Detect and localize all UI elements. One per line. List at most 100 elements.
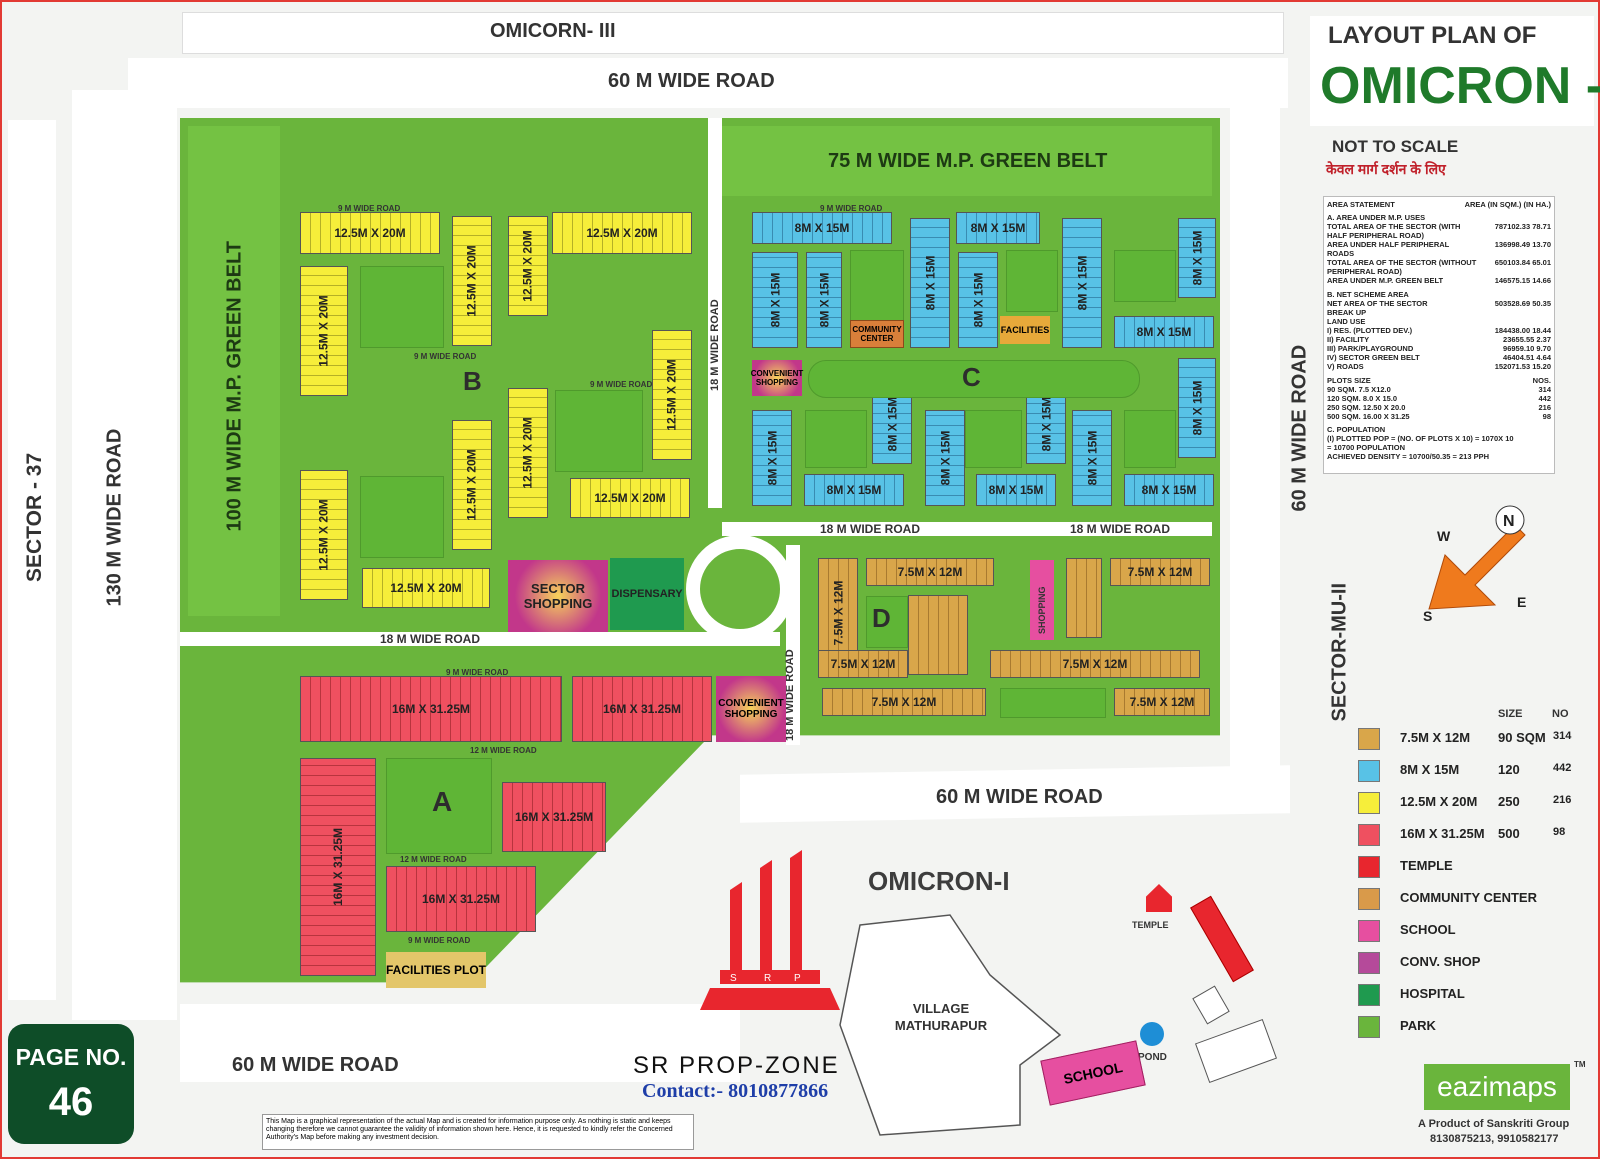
area-c-title: C. POPULATION xyxy=(1327,425,1386,434)
legend-label: SCHOOL xyxy=(1400,922,1456,937)
top-green-belt xyxy=(722,126,1212,196)
compass-n: N xyxy=(1503,513,1515,530)
title-line2: OMICRON - II xyxy=(1320,57,1600,115)
area-row: TOTAL AREA OF THE SECTOR (WITH HALF PERI… xyxy=(1327,222,1551,240)
roundabout xyxy=(686,535,794,643)
legend-label: 16M X 31.25M xyxy=(1400,826,1485,841)
road-9m-label: 9 M WIDE ROAD xyxy=(414,352,477,361)
sr-propzone-logo: S R P xyxy=(700,850,840,1010)
neighbor-left-label: SECTOR - 37 xyxy=(23,452,46,582)
road-9m-label: 9 M WIDE ROAD xyxy=(820,204,883,213)
compass-s: S xyxy=(1423,608,1432,624)
plot-yellow-block: 12.5M X 20M xyxy=(300,470,348,600)
community-center: COMMUNITY CENTER xyxy=(850,320,904,348)
road-9m-label: 9 M WIDE ROAD xyxy=(446,668,509,677)
page-label: PAGE NO. xyxy=(15,1044,127,1070)
area-c-rows: (I) PLOTTED POP = (NO. OF PLOTS X 10) = … xyxy=(1327,434,1551,461)
plot-tan-block xyxy=(908,595,968,675)
legend-count: 314 xyxy=(1553,730,1572,742)
legend-size: 90 SQM xyxy=(1498,730,1546,745)
park xyxy=(360,476,444,558)
legend-swatch xyxy=(1358,760,1380,782)
eazimaps-tm: TM xyxy=(1574,1060,1586,1069)
plot-yellow-block: 12.5M X 20M xyxy=(508,388,548,518)
area-row: I) RES. (PLOTTED DEV.)184438.00 18.44 xyxy=(1327,326,1551,335)
legend-label: HOSPITAL xyxy=(1400,986,1465,1001)
plot-tan-block xyxy=(1066,558,1102,638)
legend-swatch xyxy=(1358,1016,1380,1038)
pond-label: POND xyxy=(1138,1052,1167,1063)
plot-blue-block: 8M X 15M xyxy=(1178,218,1216,298)
area-row: 250 SQM. 12.50 X 20.0 216 xyxy=(1327,403,1551,412)
area-row: 90 SQM. 7.5 X12.0 314 xyxy=(1327,385,1551,394)
plot-tan-block: 7.5M X 12M xyxy=(818,558,858,668)
title-line1: LAYOUT PLAN OF xyxy=(1328,22,1537,49)
area-b-title: B. NET SCHEME AREA xyxy=(1327,290,1409,299)
park xyxy=(1000,688,1106,718)
plot-tan-block: 7.5M X 12M xyxy=(866,558,994,586)
convenient-shopping-c: CONVENIENT SHOPPING xyxy=(751,360,803,396)
eazimaps-logo: eazimaps xyxy=(1424,1064,1570,1110)
bottom-right-road-label: 60 M WIDE ROAD xyxy=(936,786,1103,808)
park xyxy=(386,758,492,854)
compass-w: W xyxy=(1437,528,1451,544)
legend-swatch xyxy=(1358,888,1380,910)
svg-text:P: P xyxy=(794,973,801,984)
road-12m-label: 12 M WIDE ROAD xyxy=(400,855,467,864)
title-panel xyxy=(1310,16,1594,126)
road-9m-label: 9 M WIDE ROAD xyxy=(408,936,471,945)
road-18m-b-label: 18 M WIDE ROAD xyxy=(820,522,921,536)
park xyxy=(1124,410,1176,468)
top-green-belt-label: 75 M WIDE M.P. GREEN BELT xyxy=(828,150,1108,172)
park xyxy=(866,596,908,648)
area-row: ACHIEVED DENSITY = 10700/50.35 = 213 PPH xyxy=(1327,452,1490,461)
area-a-title: A. AREA UNDER M.P. USES xyxy=(1327,213,1426,222)
block-c-label: C xyxy=(962,362,981,392)
plot-tan-block: 7.5M X 12M xyxy=(818,650,908,678)
plot-blue-block: 8M X 15M xyxy=(1114,316,1214,348)
left-road-label: 130 M WIDE ROAD xyxy=(103,428,126,607)
plot-yellow-block: 12.5M X 20M xyxy=(300,266,348,396)
plot-blue-block: 8M X 15M xyxy=(956,212,1040,244)
legend-header-size: SIZE xyxy=(1498,708,1523,720)
area-row: PLOTS SIZE NOS. xyxy=(1327,376,1551,385)
plot-red-block: 16M X 31.25M xyxy=(572,676,712,742)
dispensary: DISPENSARY xyxy=(610,558,684,630)
road-18m-v1-label: 18 M WIDE ROAD xyxy=(709,299,721,391)
compass-e: E xyxy=(1517,594,1526,610)
legend-swatch xyxy=(1358,728,1380,750)
plot-blue-block: 8M X 15M xyxy=(752,212,892,244)
legend-size: 250 xyxy=(1498,794,1520,809)
legend-swatch xyxy=(1358,984,1380,1006)
page-number-box: PAGE NO. 46 xyxy=(8,1024,134,1144)
plot-yellow-block: 12.5M X 20M xyxy=(508,216,548,316)
plot-blue-block: 8M X 15M xyxy=(958,252,998,348)
plot-tan-block: 7.5M X 12M xyxy=(1110,558,1210,586)
road-18m-vertical-top xyxy=(708,118,722,508)
plot-tan-block: 7.5M X 12M xyxy=(822,688,986,716)
left-green-belt xyxy=(188,126,280,616)
left-green-belt-label: 100 M WIDE M.P. GREEN BELT xyxy=(223,241,246,532)
road-9m-label: 9 M WIDE ROAD xyxy=(590,380,653,389)
road-12m-label: 12 M WIDE ROAD xyxy=(470,746,537,755)
brand-name: SR PROP-ZONE xyxy=(633,1052,840,1079)
hindi-note: केवल मार्ग दर्शन के लिए xyxy=(1326,161,1446,177)
brand-contact: Contact:- 8010877866 xyxy=(642,1080,829,1102)
legend-label: 7.5M X 12M xyxy=(1400,730,1471,745)
park xyxy=(805,410,867,468)
plot-blue-block: 8M X 15M xyxy=(1072,410,1112,506)
right-road-label: 60 M WIDE ROAD xyxy=(1288,344,1311,512)
plot-red-block: 16M X 31.25M xyxy=(386,866,536,932)
svg-text:S: S xyxy=(730,973,737,984)
plot-yellow-block: 12.5M X 20M xyxy=(452,216,492,346)
park xyxy=(850,250,904,322)
plot-yellow-block: 12.5M X 20M xyxy=(362,568,490,608)
block-b-label: B xyxy=(463,366,482,396)
